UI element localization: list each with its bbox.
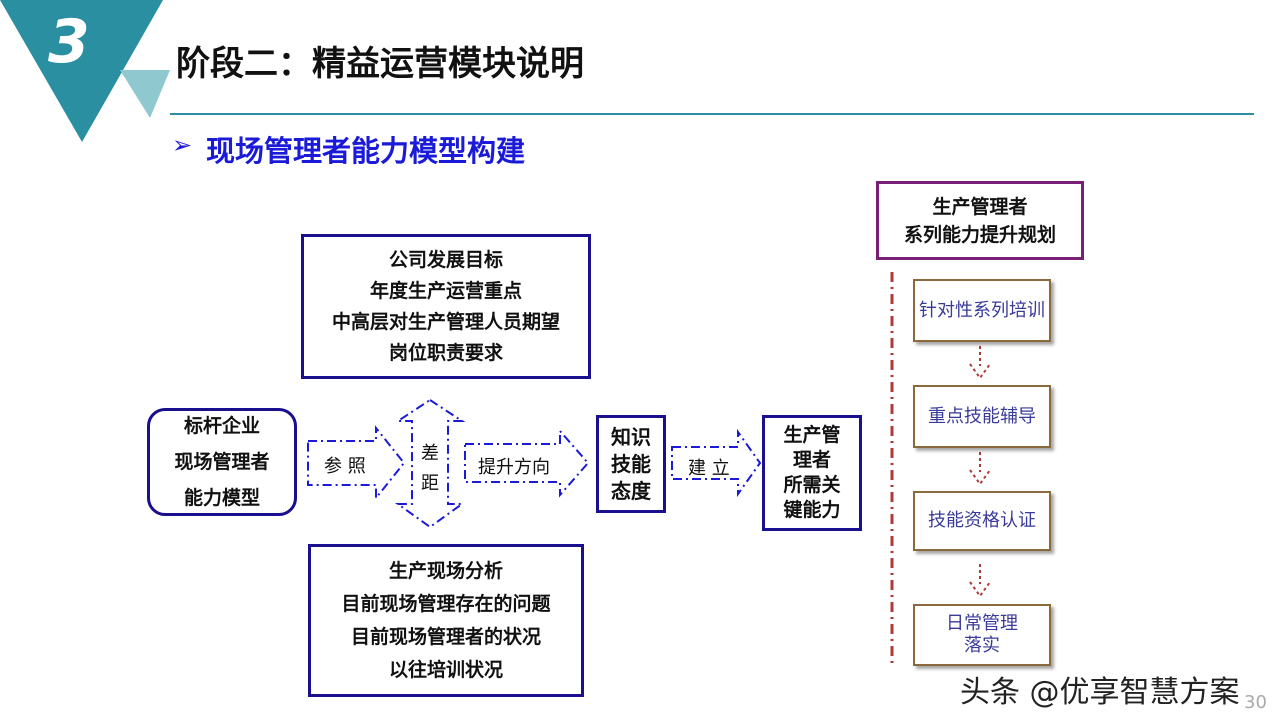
step-label: 针对性系列培训	[919, 299, 1045, 321]
benchmark-model-box: 标杆企业 现场管理者 能力模型	[147, 408, 297, 516]
benchmark-line: 能力模型	[183, 487, 260, 509]
watermark: 头条 @优享智慧方案	[960, 675, 1240, 710]
plan-step-skill-certification: 技能资格认证	[913, 491, 1051, 551]
goals-line: 中高层对生产管理人员期望	[331, 310, 560, 333]
arrow-bullet-icon: ➢	[172, 131, 193, 159]
knowledge-skill-attitude-box: 知识 技能 态度	[596, 415, 666, 513]
plan-step-targeted-training: 针对性系列培训	[913, 279, 1051, 342]
site-analysis-box: 生产现场分析 目前现场管理存在的问题 目前现场管理者的状况 以往培训状况	[308, 544, 584, 697]
direction-label: 提升方向	[478, 457, 550, 478]
analysis-line: 目前现场管理者的状况	[350, 625, 541, 648]
key-line: 生产管	[783, 424, 841, 446]
step-label: 落实	[964, 635, 1000, 656]
goals-line: 公司发展目标	[388, 248, 503, 271]
section-number: 3	[48, 7, 90, 77]
ksa-line: 技能	[611, 451, 651, 476]
reference-arrow	[307, 425, 406, 501]
benchmark-line: 现场管理者	[174, 451, 270, 473]
down-arrow-icon	[969, 564, 991, 598]
step-label: 重点技能辅导	[928, 405, 1036, 427]
analysis-line: 以往培训状况	[388, 658, 503, 681]
plan-title-line: 系列能力提升规划	[903, 223, 1056, 246]
key-line: 所需关	[783, 474, 841, 496]
gap-label-top: 差	[421, 443, 439, 464]
goals-line: 年度生产运营重点	[369, 279, 522, 302]
step-label: 日常管理	[946, 613, 1018, 634]
plan-title-line: 生产管理者	[932, 195, 1028, 218]
benchmark-line: 标杆企业	[183, 415, 260, 437]
page-number: 30	[1244, 692, 1267, 713]
key-line: 理者	[792, 449, 831, 471]
down-arrow-icon	[969, 346, 991, 380]
corner-decoration	[0, 0, 170, 142]
company-goals-box: 公司发展目标 年度生产运营重点 中高层对生产管理人员期望 岗位职责要求	[301, 234, 591, 379]
key-line: 键能力	[783, 499, 841, 521]
ksa-line: 态度	[611, 478, 651, 503]
section-subtitle: 现场管理者能力模型构建	[206, 134, 526, 168]
down-arrow-icon	[969, 452, 991, 486]
analysis-line: 生产现场分析	[388, 559, 503, 582]
gap-arrow	[394, 398, 466, 529]
capability-plan-title: 生产管理者 系列能力提升规划	[876, 181, 1084, 260]
reference-label: 参 照	[324, 456, 366, 477]
page-title: 阶段二：精益运营模块说明	[176, 44, 584, 84]
build-arrow	[671, 428, 762, 498]
plan-step-daily-management: 日常管理 落实	[913, 604, 1051, 666]
plan-step-key-skill-coaching: 重点技能辅导	[913, 385, 1051, 448]
ksa-line: 知识	[611, 424, 651, 449]
title-divider	[170, 113, 1254, 115]
step-label: 技能资格认证	[928, 510, 1036, 531]
gap-label-bottom: 距	[421, 473, 439, 494]
analysis-line: 目前现场管理存在的问题	[341, 592, 551, 615]
build-label: 建 立	[688, 458, 730, 479]
key-capability-box: 生产管 理者 所需关 键能力	[762, 415, 862, 531]
direction-arrow	[464, 428, 590, 498]
goals-line: 岗位职责要求	[388, 341, 503, 364]
